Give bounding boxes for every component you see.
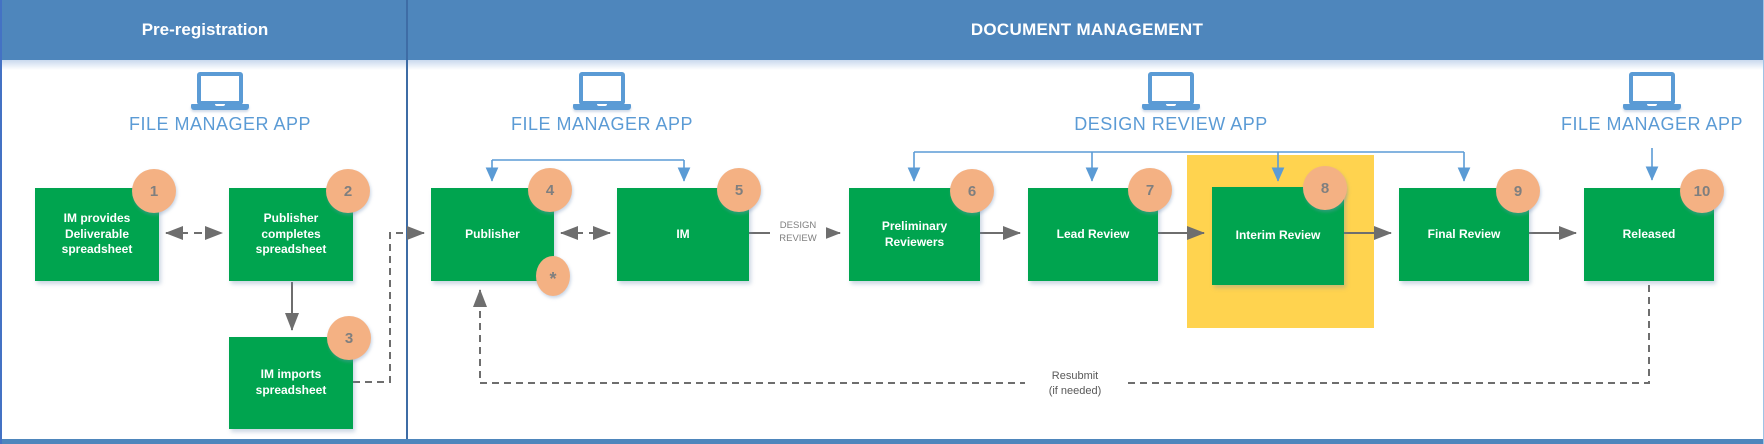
publisher-note-badge: *: [536, 256, 570, 296]
section-divider: [406, 0, 408, 444]
step-badge-1: 1: [132, 169, 176, 213]
resubmit-line1: Resubmit: [1051, 370, 1099, 382]
step-badge-3: 3: [327, 316, 371, 360]
app-group-file-manager-1: FILE MANAGER APP: [110, 72, 330, 135]
step-badge-9: 9: [1496, 169, 1540, 213]
step-badge-7: 7: [1128, 168, 1172, 212]
step-badge-4: 4: [528, 168, 572, 212]
app-label: FILE MANAGER APP: [128, 114, 312, 134]
step-badge-5: 5: [717, 168, 761, 212]
step-badge-10: 10: [1680, 169, 1724, 213]
header-section-document-management: DOCUMENT MANAGEMENT: [970, 20, 1204, 39]
app-group-design-review: DESIGN REVIEW APP: [1061, 72, 1281, 135]
app-group-file-manager-3: FILE MANAGER APP: [1542, 72, 1762, 135]
step-badge-8: 8: [1303, 166, 1347, 210]
design-review-line1: DESIGN: [779, 220, 817, 231]
step-badge-6: 6: [950, 169, 994, 213]
resubmit-line2: (if needed): [1048, 384, 1102, 397]
laptop-icon: [1617, 72, 1687, 110]
laptop-icon: [567, 72, 637, 110]
header-section-pre-registration: Pre-registration: [141, 20, 269, 39]
laptop-icon: [185, 72, 255, 110]
app-label: FILE MANAGER APP: [1560, 114, 1744, 134]
bottom-band: [2, 439, 1764, 444]
app-label: FILE MANAGER APP: [510, 114, 694, 134]
design-review-edge-label: DESIGN REVIEW: [770, 220, 826, 246]
laptop-icon: [1136, 72, 1206, 110]
app-label: DESIGN REVIEW APP: [1074, 114, 1268, 134]
resubmit-edge-label: Resubmit (if needed): [1025, 369, 1125, 399]
step-box-im-imports: IM imports spreadsheet: [229, 337, 353, 429]
step-box-im-provides: IM provides Deliverable spreadsheet: [35, 188, 159, 281]
header-fade: [2, 60, 1764, 70]
arrow-step3-to-publisher: [353, 226, 425, 383]
app-group-file-manager-2: FILE MANAGER APP: [492, 72, 712, 135]
step-badge-2: 2: [326, 169, 370, 213]
header-band: [2, 0, 1764, 60]
design-review-line2: REVIEW: [779, 232, 817, 244]
